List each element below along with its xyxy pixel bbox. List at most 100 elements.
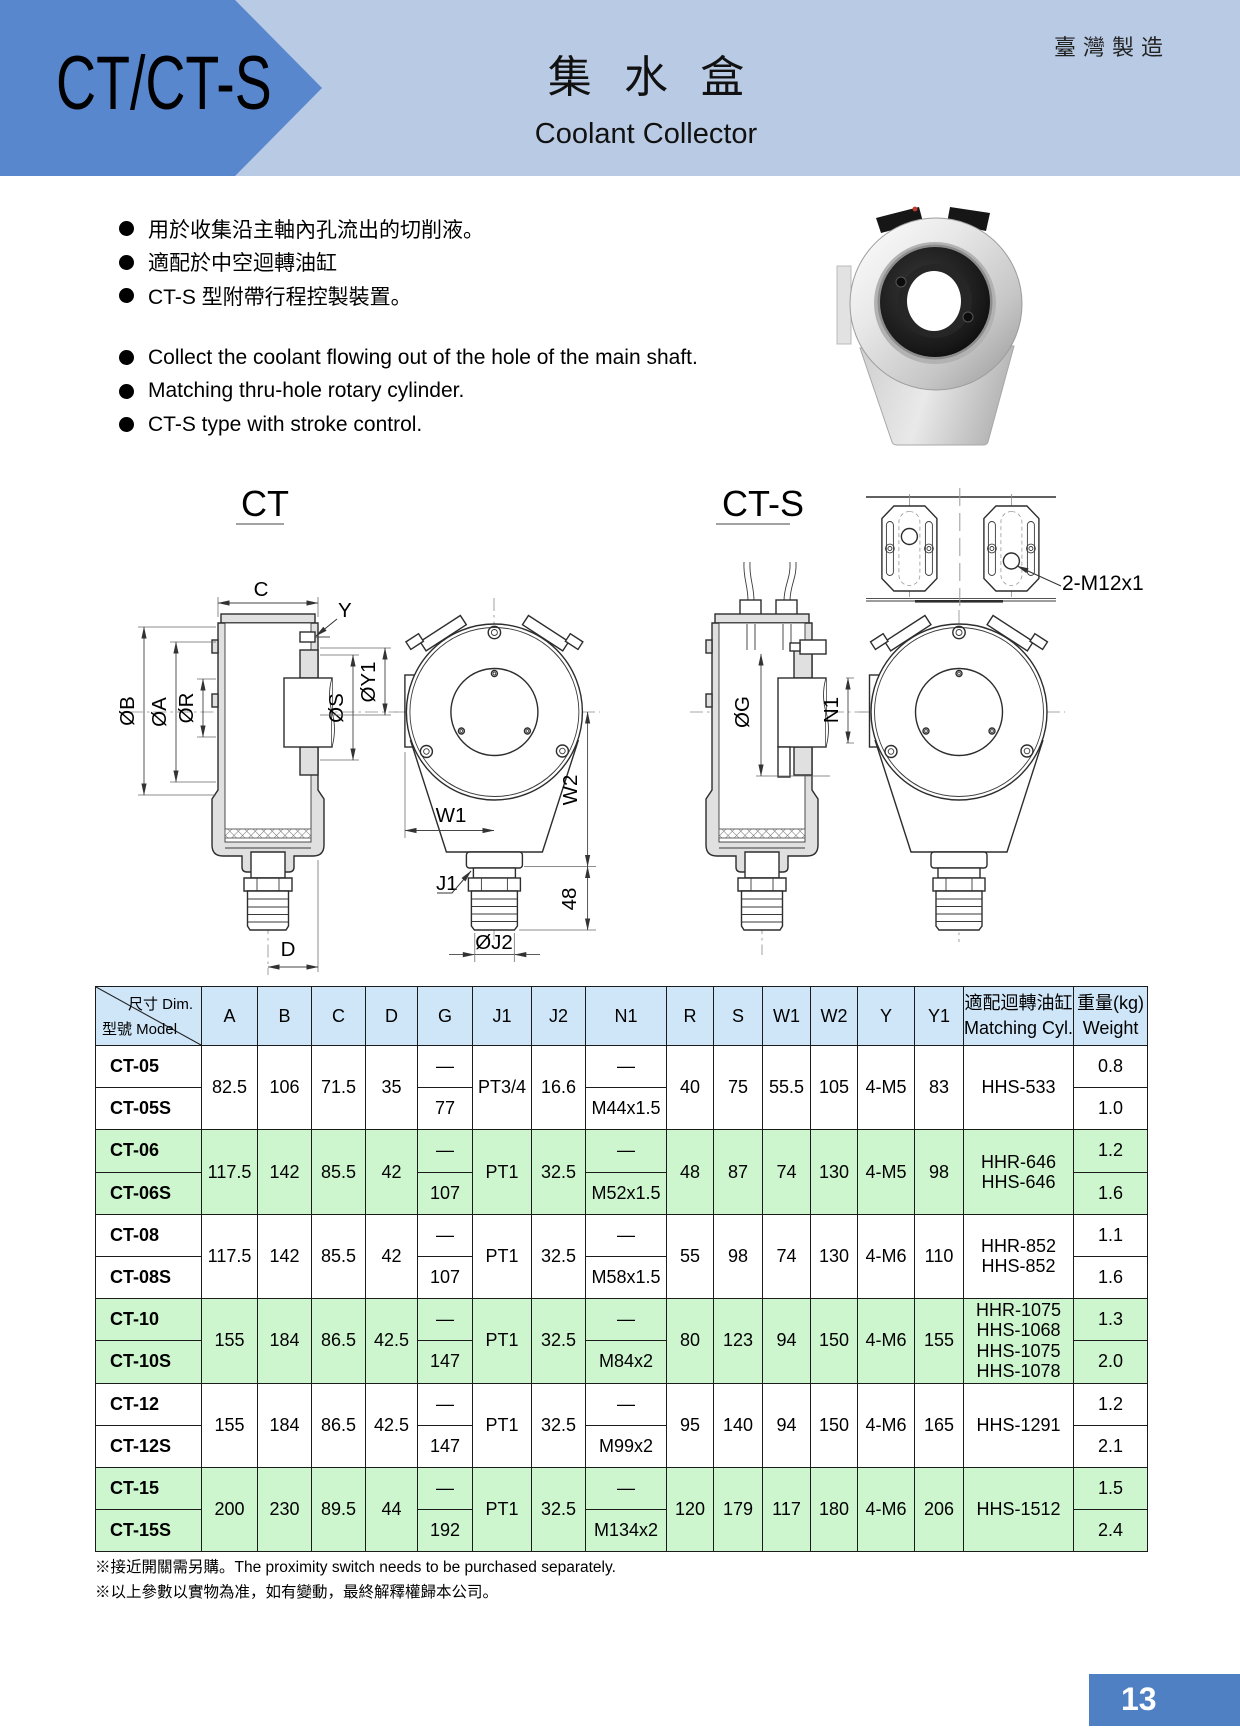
value-cell-G: 147	[417, 1340, 473, 1384]
value-cell-D: 42	[365, 1129, 418, 1215]
footnotes: ※接近開關需另購。The proximity switch needs to b…	[95, 1556, 616, 1605]
value-cell-G: 192	[417, 1509, 473, 1553]
photo-side-tab	[836, 265, 852, 345]
header-banner: CT/CT-S 集 水 盒 Coolant Collector 臺灣製造	[0, 0, 1240, 176]
value-cell-Y: 4-M6	[857, 1213, 915, 1300]
dim-label-w2: W2	[559, 775, 582, 806]
col-header-b: B	[257, 986, 312, 1046]
value-cell-W2: 180	[810, 1466, 858, 1553]
value-cell-N1: M44x1.5	[585, 1087, 667, 1131]
value-cell-W1: 94	[762, 1382, 811, 1468]
model-cell: CT-10S	[95, 1340, 202, 1384]
dim-label-d: D	[281, 938, 296, 961]
value-cell-J1: PT1	[472, 1466, 532, 1553]
bullet-icon	[119, 221, 134, 237]
value-cell-J2: 32.5	[531, 1382, 586, 1468]
value-cell-R: 48	[666, 1129, 714, 1215]
ct-front-view	[394, 598, 600, 942]
value-cell-Y1: 165	[914, 1382, 964, 1468]
value-cell-N1: M58x1.5	[585, 1255, 667, 1300]
value-cell-C: 71.5	[311, 1044, 366, 1131]
model-cell: CT-08S	[95, 1255, 202, 1300]
value-cell-R: 55	[666, 1213, 714, 1300]
feature-list-zh: 用於收集沿主軸內孔流出的切削液。 適配於中空迴轉油缸 CT-S 型附帶行程控製裝…	[119, 212, 484, 313]
feature-text: Matching thru-hole rotary cylinder.	[148, 379, 465, 403]
dim-label-y: Y	[338, 599, 352, 622]
col-header-y1: Y1	[914, 986, 964, 1046]
value-cell-G: 77	[417, 1087, 473, 1131]
value-cell-N1: —	[585, 1298, 667, 1342]
value-cell-W2: 105	[810, 1044, 858, 1131]
value-cell-J1: PT1	[472, 1213, 532, 1300]
weight-cell: 1.1	[1073, 1213, 1149, 1257]
value-cell-A: 117.5	[201, 1129, 258, 1215]
value-cell-C: 89.5	[311, 1466, 366, 1553]
col-header-d: D	[365, 986, 418, 1046]
value-cell-D: 42.5	[365, 1382, 418, 1468]
value-cell-B: 184	[257, 1382, 312, 1468]
model-cell: CT-06S	[95, 1171, 202, 1215]
col-header-g: G	[417, 986, 473, 1046]
value-cell-S: 179	[713, 1466, 763, 1553]
value-cell-Y: 4-M6	[857, 1466, 915, 1553]
feature-item: Collect the coolant flowing out of the h…	[119, 341, 698, 375]
value-cell-A: 200	[201, 1466, 258, 1553]
model-cell: CT-12S	[95, 1424, 202, 1468]
model-cell: CT-05	[95, 1044, 202, 1089]
col-header-w1: W1	[762, 986, 811, 1046]
model-cell: CT-08	[95, 1213, 202, 1257]
matching-cyl-cell: HHS-1512	[962, 1466, 1075, 1553]
value-cell-S: 75	[713, 1044, 763, 1131]
made-in-taiwan-label: 臺灣製造	[1053, 35, 1170, 60]
page-title-en: Coolant Collector	[534, 118, 758, 150]
dim-label-w1: W1	[436, 804, 467, 827]
dim-label-n1: N1	[820, 697, 843, 723]
cts-front-view	[859, 608, 1065, 942]
value-cell-J1: PT1	[472, 1129, 532, 1215]
value-cell-D: 35	[365, 1044, 418, 1131]
cts-side-dimensions: ØG N1	[731, 653, 854, 777]
photo-screw-left	[895, 276, 907, 288]
dim-label-og: ØG	[731, 696, 754, 728]
spec-table: 尺寸 Dim. 型號 Model A B C D G J1 J2 N1 R S …	[95, 986, 1149, 1553]
value-cell-G: —	[417, 1213, 473, 1257]
col-header-y: Y	[857, 986, 915, 1046]
col-header-n1: N1	[585, 986, 667, 1046]
matching-cyl-cell: HHR-646 HHS-646	[962, 1129, 1075, 1215]
feature-text: Collect the coolant flowing out of the h…	[148, 345, 698, 369]
photo-red-dot	[912, 206, 918, 212]
value-cell-W1: 117	[762, 1466, 811, 1553]
feature-item: Matching thru-hole rotary cylinder.	[119, 375, 698, 409]
bullet-icon	[119, 288, 134, 304]
col-header-j1: J1	[472, 986, 532, 1046]
value-cell-J2: 32.5	[531, 1213, 586, 1300]
value-cell-Y: 4-M5	[857, 1129, 915, 1215]
weight-cell: 2.0	[1073, 1340, 1149, 1384]
value-cell-B: 142	[257, 1129, 312, 1215]
weight-cell: 1.2	[1073, 1129, 1149, 1173]
value-cell-W2: 130	[810, 1213, 858, 1300]
cts-bracket-detail: 2-M12x1	[866, 488, 1144, 608]
value-cell-J1: PT3/4	[472, 1044, 532, 1131]
corner-model-label: 型號 Model	[102, 1021, 178, 1038]
weight-cell: 1.0	[1073, 1087, 1149, 1131]
matching-cyl-cell: HHS-533	[962, 1044, 1075, 1131]
matching-cyl-cell: HHR-1075 HHS-1068 HHS-1075 HHS-1078	[962, 1298, 1075, 1384]
footnote-line: ※接近開關需另購。The proximity switch needs to b…	[95, 1559, 616, 1576]
value-cell-N1: —	[585, 1044, 667, 1089]
col-header-s: S	[713, 986, 763, 1046]
value-cell-C: 86.5	[311, 1298, 366, 1384]
model-cell: CT-15S	[95, 1509, 202, 1553]
value-cell-S: 98	[713, 1213, 763, 1300]
feature-text: CT-S type with stroke control.	[148, 412, 423, 436]
page-title-zh: 集 水 盒	[547, 53, 755, 102]
col-header-r: R	[666, 986, 714, 1046]
technical-drawings: CT C ØB ØA	[116, 483, 1144, 975]
